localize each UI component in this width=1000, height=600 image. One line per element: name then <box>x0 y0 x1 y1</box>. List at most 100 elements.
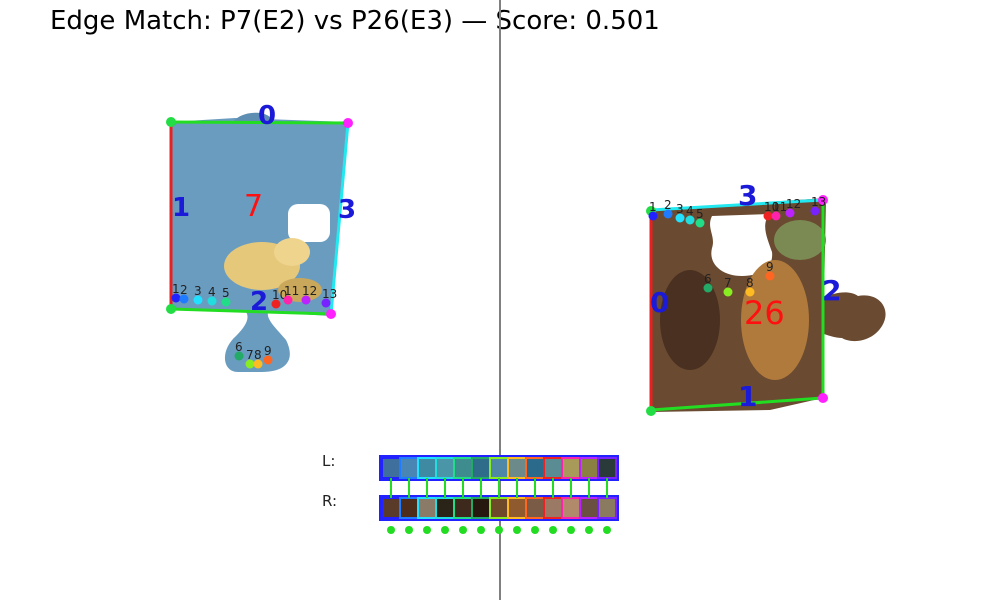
right-strip-cell <box>561 497 581 519</box>
right-strip-label: R: <box>322 492 338 510</box>
right-corner <box>646 406 656 416</box>
right-sample-point <box>648 211 658 221</box>
left-sample-point <box>207 296 217 306</box>
left-sample-point-label: 12 <box>302 284 317 298</box>
left-edge-3 <box>329 122 350 315</box>
left-sample-point-label: 5 <box>222 286 230 300</box>
right-edge-label-3: 3 <box>738 179 757 212</box>
left-strip-cell <box>399 457 419 479</box>
right-edge-label-1: 1 <box>738 380 757 413</box>
left-sample-point-label: 3 <box>194 284 202 298</box>
left-edge-label-3: 3 <box>338 195 356 225</box>
match-indicator <box>567 526 575 534</box>
match-indicator <box>441 526 449 534</box>
left-piece-id: 7 <box>244 189 263 224</box>
left-sample-point-label: 8 <box>254 348 262 362</box>
right-corner <box>818 393 828 403</box>
left-sample-point-label: 7 <box>246 348 254 362</box>
left-sample-point-label: 2 <box>180 283 188 297</box>
left-corner <box>326 309 336 319</box>
left-corner <box>166 117 176 127</box>
right-sample-point <box>765 271 775 281</box>
left-edge-label-1: 1 <box>172 193 190 223</box>
right-sample-point-label: 6 <box>704 272 712 286</box>
right-strip-cell <box>543 497 563 519</box>
left-sample-point-label: 13 <box>322 287 337 301</box>
left-sample-point <box>321 298 331 308</box>
left-piece-hole <box>288 204 330 242</box>
right-sample-point-label: 11 <box>772 200 787 214</box>
right-sample-point <box>675 213 685 223</box>
left-strip-label: L: <box>322 452 336 470</box>
left-edge-label-0: 0 <box>258 101 276 131</box>
right-edge-label-0: 0 <box>650 286 669 319</box>
right-sample-point <box>663 209 673 219</box>
right-strip-cell <box>471 497 491 519</box>
right-sample-point-label: 12 <box>786 197 801 211</box>
right-sample-point-label: 3 <box>676 202 684 216</box>
match-indicator <box>549 526 557 534</box>
left-strip-cell <box>543 457 563 479</box>
right-sample-point <box>685 215 695 225</box>
right-sample-point-label: 4 <box>686 204 694 218</box>
left-sample-point-label: 11 <box>284 284 299 298</box>
page-title: Edge Match: P7(E2) vs P26(E3) — Score: 0… <box>50 6 660 36</box>
left-strip-cell <box>417 457 437 479</box>
match-indicator <box>423 526 431 534</box>
right-edge-label-2: 2 <box>822 274 841 307</box>
left-sample-point <box>245 359 255 369</box>
match-indicator <box>531 526 539 534</box>
left-sample-point-label: 1 <box>172 282 180 296</box>
right-strip-cell <box>453 497 473 519</box>
right-sample-point-label: 5 <box>696 207 704 221</box>
left-sample-point-label: 10 <box>272 288 287 302</box>
right-piece-hole <box>710 214 773 276</box>
left-sample-point <box>171 293 181 303</box>
left-strip-cell <box>381 457 401 479</box>
right-sample-point-label: 9 <box>766 260 774 274</box>
right-strip-cell <box>417 497 437 519</box>
left-sample-point-label: 6 <box>235 340 243 354</box>
right-sample-point <box>703 283 713 293</box>
left-sample-point <box>234 351 244 361</box>
right-strip-cell <box>489 497 509 519</box>
match-indicator <box>477 526 485 534</box>
left-sample-point <box>193 295 203 305</box>
right-strip-cell <box>399 497 419 519</box>
right-sample-point-label: 10 <box>764 200 779 214</box>
right-piece-texture <box>741 260 809 380</box>
left-edge-2 <box>170 307 332 316</box>
right-sample-point-label: 7 <box>724 276 732 290</box>
right-strip-cell <box>597 497 617 519</box>
left-sample-point-label: 9 <box>264 344 272 358</box>
right-sample-point <box>785 208 795 218</box>
left-sample-point <box>301 295 311 305</box>
match-indicator <box>405 526 413 534</box>
left-strip-cell <box>453 457 473 479</box>
left-corner <box>166 304 176 314</box>
right-sample-point-label: 13 <box>811 195 826 209</box>
right-strip-cell <box>579 497 599 519</box>
left-strip-cell <box>507 457 527 479</box>
match-indicator <box>459 526 467 534</box>
left-sample-point <box>253 359 263 369</box>
right-edge-1 <box>650 396 824 412</box>
right-sample-point <box>745 287 755 297</box>
right-sample-point <box>723 287 733 297</box>
left-strip-cell <box>525 457 545 479</box>
left-strip-cell <box>579 457 599 479</box>
right-sample-point-label: 8 <box>746 276 754 290</box>
right-strip-cell <box>507 497 527 519</box>
left-sample-point-label: 4 <box>208 285 216 299</box>
right-sample-point <box>810 206 820 216</box>
right-piece-id: 26 <box>744 294 785 332</box>
right-sample-point <box>771 211 781 221</box>
left-corner <box>343 118 353 128</box>
left-strip-cell <box>435 457 455 479</box>
left-strip-cell <box>597 457 617 479</box>
left-sample-point <box>221 297 231 307</box>
